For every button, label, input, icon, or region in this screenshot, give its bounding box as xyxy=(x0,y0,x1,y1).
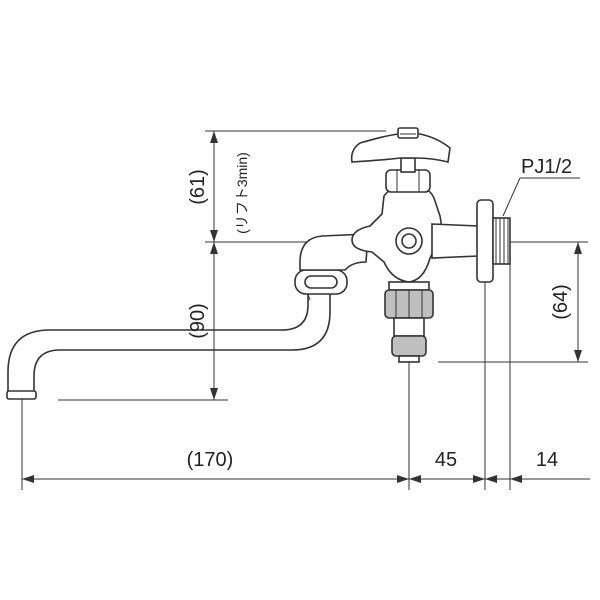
coupling-detail xyxy=(307,293,311,301)
callout-leader-diagonal xyxy=(502,177,521,217)
body-port xyxy=(401,233,417,249)
valve-body xyxy=(351,184,443,283)
hose-nipple xyxy=(391,335,427,357)
arrow-170-right xyxy=(397,475,409,483)
arrow-45-left xyxy=(409,475,421,483)
dim-label-spout-length: (170) xyxy=(187,449,234,471)
outlet-collar xyxy=(388,281,430,291)
arrow-14-right xyxy=(510,475,522,483)
arrow-90-top xyxy=(210,242,218,254)
spout-coupling-inner xyxy=(304,275,338,289)
dimension-lines xyxy=(22,131,590,483)
dim-label-outlet-height: (64) xyxy=(550,284,572,320)
arrow-45-right xyxy=(473,475,485,483)
dim-label-flange-to-thread: 14 xyxy=(536,449,558,471)
wall-flange xyxy=(476,199,494,283)
arrow-90-bottom xyxy=(210,388,218,400)
thread-spec-label: PJ1/2 xyxy=(521,156,572,178)
threaded-pipe xyxy=(492,217,511,265)
dim-label-lift: (リフト3min) xyxy=(234,152,250,234)
handle-cap xyxy=(397,127,419,139)
dim-label-body-to-flange: 45 xyxy=(435,449,457,471)
hose-adapter xyxy=(393,317,425,337)
side-arm xyxy=(431,223,479,259)
arrow-64-top xyxy=(574,242,582,254)
arrow-170-left xyxy=(22,475,34,483)
arrow-64-bottom xyxy=(574,350,582,362)
dim-label-top-height: (61) xyxy=(187,169,209,205)
hose-tip xyxy=(398,355,420,363)
spindle xyxy=(400,157,416,173)
spout-tip xyxy=(6,390,37,400)
spout-pipe xyxy=(7,290,331,392)
body-neck xyxy=(299,233,369,271)
bonnet-nut xyxy=(385,169,431,193)
arrow-61-top xyxy=(210,131,218,143)
arrow-61-bottom xyxy=(210,230,218,242)
arrow-14-left xyxy=(485,475,497,483)
faucet xyxy=(6,127,511,400)
dim-label-spout-height: (90) xyxy=(187,303,209,339)
extension-lines xyxy=(21,130,588,490)
